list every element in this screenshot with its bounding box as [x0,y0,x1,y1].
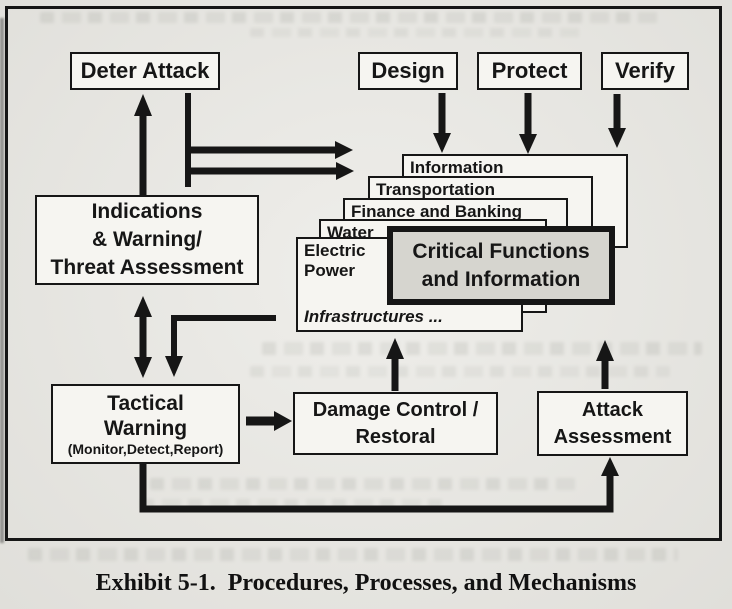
box-indications-warning: Indications & Warning/ Threat Assessment [35,195,259,285]
box-deter-attack: Deter Attack [70,52,220,90]
layer-label: Transportation [376,180,496,199]
box-tactical-warning: Tactical Warning (Monitor,Detect,Report) [51,384,240,464]
box-critical-functions: Critical Functions and Information [387,226,615,305]
box-label: and Information [421,267,581,291]
box-label: Damage Control / [312,398,479,421]
layer-label-line: Power [304,261,356,280]
box-sublabel: (Monitor,Detect,Report) [67,440,224,457]
exhibit-caption: Exhibit 5-1. Procedures, Processes, and … [95,570,637,596]
scan-edge-artifact [0,18,4,543]
layer-label-line: Electric [304,241,366,260]
box-design: Design [358,52,458,90]
layer-label: Information [410,158,504,177]
box-verify: Verify [601,52,689,90]
box-label: Attack [581,398,644,421]
box-label: Protect [491,58,568,84]
layer-label: Finance and Banking [351,202,522,221]
ghost-text [250,28,580,37]
diagram-frame [5,6,722,541]
box-label: Assessment [553,425,672,448]
box-label: Tactical [107,391,184,415]
box-attack-assessment: Attack Assessment [537,391,688,456]
box-label: Verify [615,58,675,84]
box-label: Design [371,58,445,84]
box-damage-control: Damage Control / Restoral [293,392,498,455]
ghost-text [250,366,670,377]
box-label: & Warning/ [91,228,203,251]
box-label: Restoral [355,425,436,448]
box-label: Threat Assessment [50,256,244,279]
infrastructures-label: Infrastructures ... [304,307,443,326]
box-label: Indications [91,200,203,223]
ghost-text [28,548,678,561]
box-label: Deter Attack [80,58,210,84]
box-protect: Protect [477,52,582,90]
ghost-text [40,12,660,23]
ghost-text [262,342,702,355]
layer-label: Electric Power [304,241,365,281]
box-label: Critical Functions [412,239,590,263]
box-label: Warning [103,416,188,440]
